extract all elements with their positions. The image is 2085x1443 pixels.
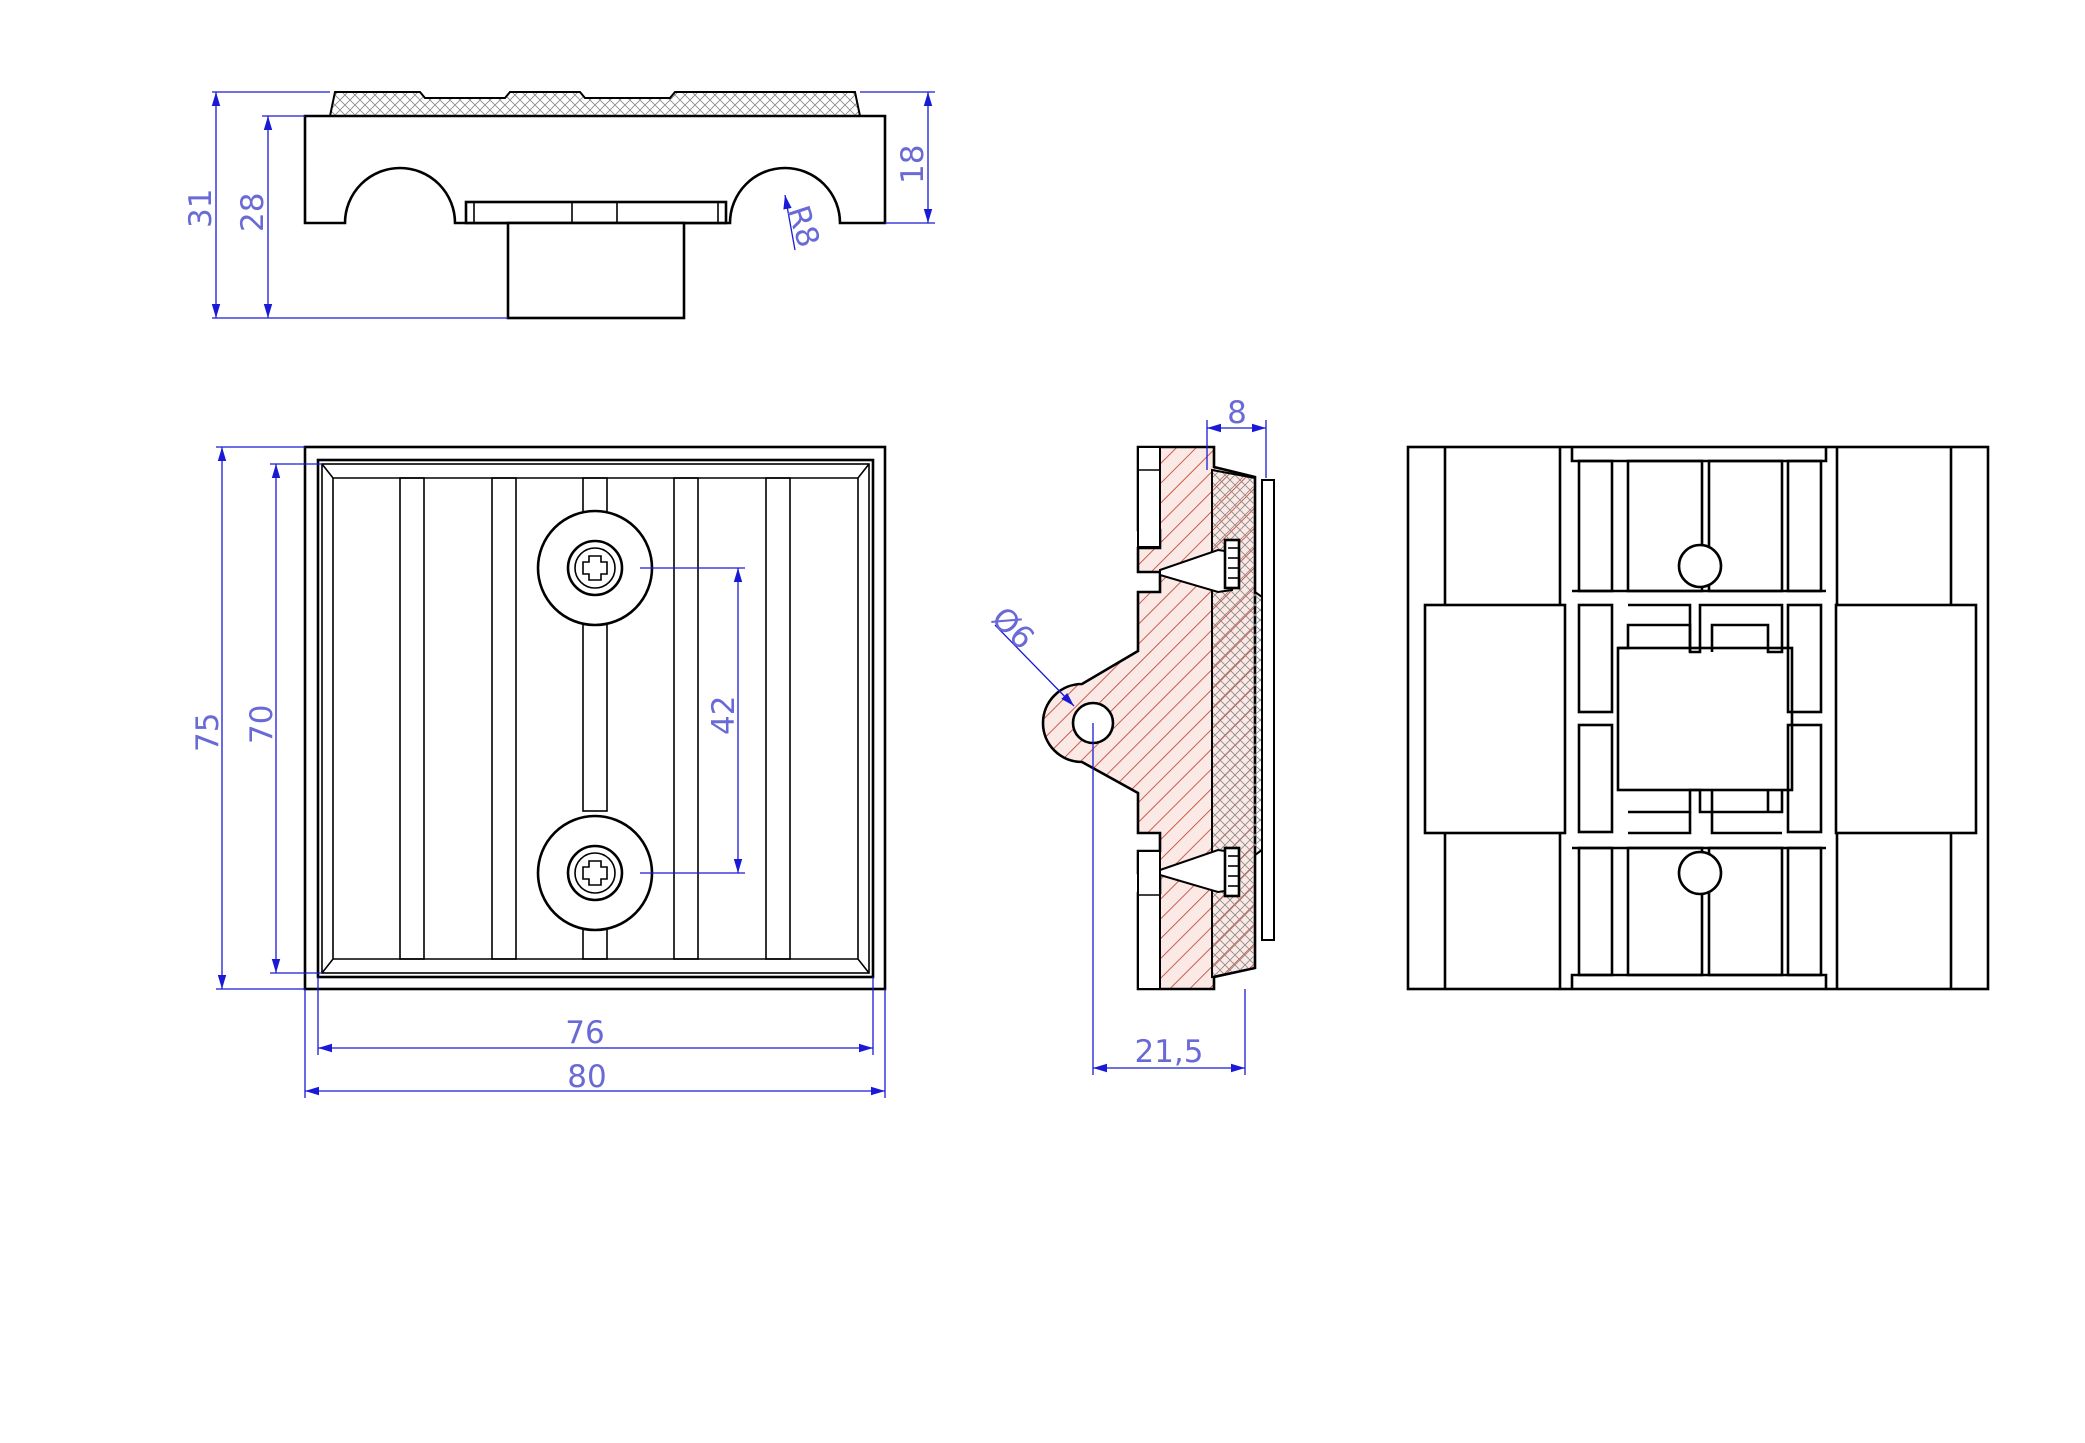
dim-70: 70 — [244, 705, 280, 744]
top-view: 31 28 18 R8 — [183, 91, 935, 320]
dim-dia6: Ø6 — [984, 600, 1041, 657]
back-view-center — [1577, 603, 1823, 835]
top-view-dimensions: 31 28 18 R8 — [183, 91, 935, 319]
screw-bottom — [536, 814, 654, 932]
back-view-left-block — [1423, 603, 1567, 835]
back-view-top-cells — [1572, 459, 1826, 593]
front-view-dimensions: 75 70 42 76 80 — [190, 446, 886, 1098]
dim-31: 31 — [183, 189, 219, 228]
top-view-clip-plate — [464, 200, 728, 225]
top-view-pad — [328, 91, 862, 117]
top-view-body — [303, 114, 887, 225]
screw-top — [536, 509, 654, 627]
top-view-boss — [506, 221, 686, 320]
section-view: 8 Ø6 21,5 — [984, 395, 1275, 1075]
dim-28: 28 — [235, 193, 271, 232]
dim-21-5: 21,5 — [1134, 1034, 1203, 1070]
dim-r8: R8 — [779, 201, 826, 251]
back-view-right-block — [1834, 603, 1978, 835]
back-view-bottom-cells — [1572, 846, 1826, 977]
dim-42: 42 — [706, 696, 742, 735]
back-view — [1406, 445, 1990, 991]
section-clip-bottom — [1159, 846, 1241, 898]
dim-18: 18 — [895, 145, 931, 184]
dim-75: 75 — [190, 713, 226, 752]
dim-76: 76 — [565, 1015, 604, 1051]
dim-8: 8 — [1227, 395, 1247, 431]
dim-80: 80 — [567, 1059, 606, 1095]
front-view: 75 70 42 76 80 — [190, 445, 887, 1098]
front-view-inner-frame — [316, 458, 875, 979]
section-clip-top — [1159, 538, 1241, 594]
